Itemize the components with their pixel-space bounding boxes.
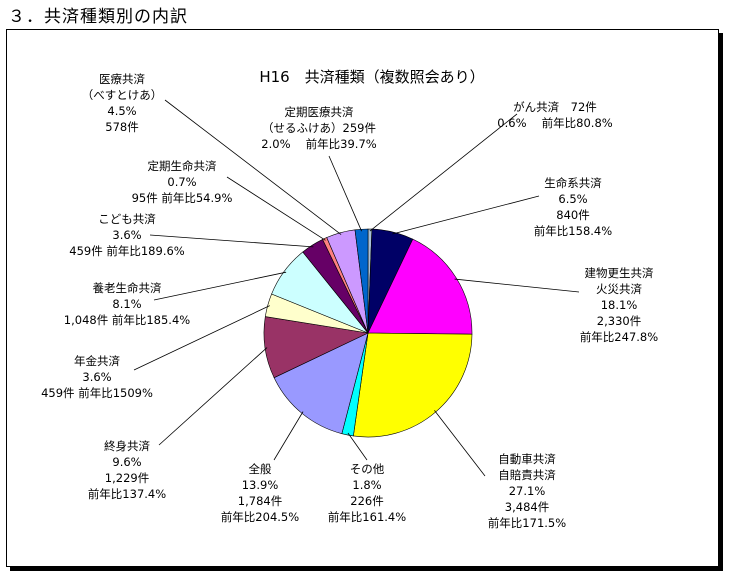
- slice-label-line: （べすとけあ）: [82, 88, 163, 102]
- slice-label-line: 前年比171.5%: [488, 516, 566, 530]
- slice-label-line: 459件 前年比189.6%: [69, 244, 185, 258]
- slice-label-line: 1.8%: [352, 478, 381, 492]
- slice-label-line: その他: [350, 462, 385, 476]
- slice-label: 定期生命共済 0.7% 95件 前年比54.9%: [132, 159, 233, 205]
- pie-chart: H16 共済種類（複数照会あり） がん共済 72件 0.6% 前年比80.8% 生命…: [41, 68, 658, 530]
- pie-slice: [353, 332, 473, 438]
- slice-label-line: 226件: [350, 494, 383, 508]
- slice-label-line: 前年比247.8%: [580, 330, 658, 344]
- slice-label-line: 95件 前年比54.9%: [132, 191, 233, 205]
- slice-label: 建物更生共済火災共済 18.1% 2,330件前年比247.8%: [580, 266, 658, 344]
- slice-label-line: 9.6%: [112, 455, 141, 469]
- slice-label-line: 前年比137.4%: [88, 487, 166, 501]
- slice-label-line: 全般: [249, 462, 272, 476]
- leader-line: [153, 271, 287, 301]
- slice-label-line: 13.9%: [242, 478, 279, 492]
- slice-label: 定期医療共済 （せるふけあ）259件 2.0% 前年比39.7%: [261, 105, 376, 151]
- leader-line: [226, 176, 326, 241]
- section-title: ３．共済種類別の内訳: [8, 7, 188, 27]
- leader-line: [273, 411, 304, 461]
- leader-line: [434, 410, 486, 477]
- leader-line: [133, 305, 270, 371]
- leader-line: [149, 234, 314, 248]
- slice-label-line: 自動車共済: [498, 452, 556, 466]
- slice-label-line: 2.0% 前年比39.7%: [261, 137, 376, 151]
- slice-label-line: 0.7%: [167, 175, 196, 189]
- pie-slices: [263, 228, 473, 438]
- slice-label-line: 生命系共済: [544, 176, 602, 190]
- slice-label-line: 火災共済: [596, 282, 642, 296]
- slice-label-line: 8.1%: [112, 297, 141, 311]
- slice-label-line: 年金共済: [74, 354, 120, 368]
- slice-label: その他 1.8% 226件前年比161.4%: [328, 462, 406, 524]
- slice-label: がん共済 72件 0.6% 前年比80.8%: [497, 100, 612, 130]
- slice-label: 養老生命共済 8.1% 1,048件 前年比185.4%: [64, 281, 190, 327]
- slice-label-line: 1,229件: [105, 471, 149, 485]
- slice-label-line: 前年比204.5%: [221, 510, 299, 524]
- slice-label-line: 1,048件 前年比185.4%: [64, 313, 190, 327]
- leader-line: [328, 155, 362, 232]
- pie-slice: [367, 238, 473, 335]
- slice-label-line: 医療共済: [99, 72, 145, 86]
- slice-label: こども共済 3.6% 459件 前年比189.6%: [69, 212, 185, 258]
- slice-label-line: 2,330件: [597, 314, 641, 328]
- slice-label-line: 6.5%: [558, 192, 587, 206]
- slice-label: 自動車共済自賠責共済 27.1% 3,484件前年比171.5%: [488, 452, 566, 530]
- slice-label: 全般 13.9% 1,784件前年比204.5%: [221, 462, 299, 524]
- leader-line: [164, 99, 342, 235]
- slice-label: 年金共済 3.6% 459件 前年比1509%: [41, 354, 153, 400]
- slice-label: 生命系共済 6.5% 840件前年比158.4%: [534, 176, 612, 238]
- slice-label-line: 578件: [105, 120, 138, 134]
- slice-label-line: 18.1%: [601, 298, 638, 312]
- slice-label-line: 3,484件: [505, 500, 549, 514]
- leader-line: [392, 195, 540, 235]
- slice-label: 医療共済 （べすとけあ） 4.5% 578件: [82, 72, 163, 134]
- slice-label-line: 建物更生共済: [585, 266, 654, 280]
- slice-label-line: 1,784件: [238, 494, 282, 508]
- slice-label-line: 定期医療共済: [285, 105, 354, 119]
- slice-labels: がん共済 72件 0.6% 前年比80.8% 生命系共済 6.5% 840件前年比158…: [41, 72, 658, 530]
- slice-label-line: 459件 前年比1509%: [41, 386, 153, 400]
- slice-label-line: 0.6% 前年比80.8%: [497, 116, 612, 130]
- slice-label-line: 自賠責共済: [498, 468, 556, 482]
- slice-label: 終身共済 9.6% 1,229件前年比137.4%: [88, 439, 166, 501]
- slice-label-line: 3.6%: [82, 370, 111, 384]
- chart-frame: H16 共済種類（複数照会あり） がん共済 72件 0.6% 前年比80.8% 生命…: [6, 29, 719, 567]
- slice-label-line: 3.6%: [112, 228, 141, 242]
- slice-label-line: 養老生命共済: [93, 281, 162, 295]
- chart-title: H16 共済種類（複数照会あり）: [259, 68, 484, 86]
- slice-label-line: 前年比161.4%: [328, 510, 406, 524]
- leader-lines: [133, 99, 580, 477]
- leader-line: [369, 113, 518, 232]
- leader-line: [347, 432, 368, 461]
- slice-label-line: こども共済: [98, 212, 156, 226]
- slice-label-line: 4.5%: [107, 104, 136, 118]
- slice-label-line: 前年比158.4%: [534, 224, 612, 238]
- slice-label-line: 終身共済: [104, 439, 150, 453]
- slice-label-line: 定期生命共済: [148, 159, 217, 173]
- leader-line: [158, 347, 268, 446]
- slice-label-line: 840件: [556, 208, 589, 222]
- slice-label-line: （せるふけあ）259件: [262, 121, 376, 135]
- slice-label-line: がん共済 72件: [513, 100, 597, 114]
- slice-label-line: 27.1%: [509, 484, 546, 498]
- leader-line: [454, 278, 580, 293]
- pie-slice: [354, 228, 369, 334]
